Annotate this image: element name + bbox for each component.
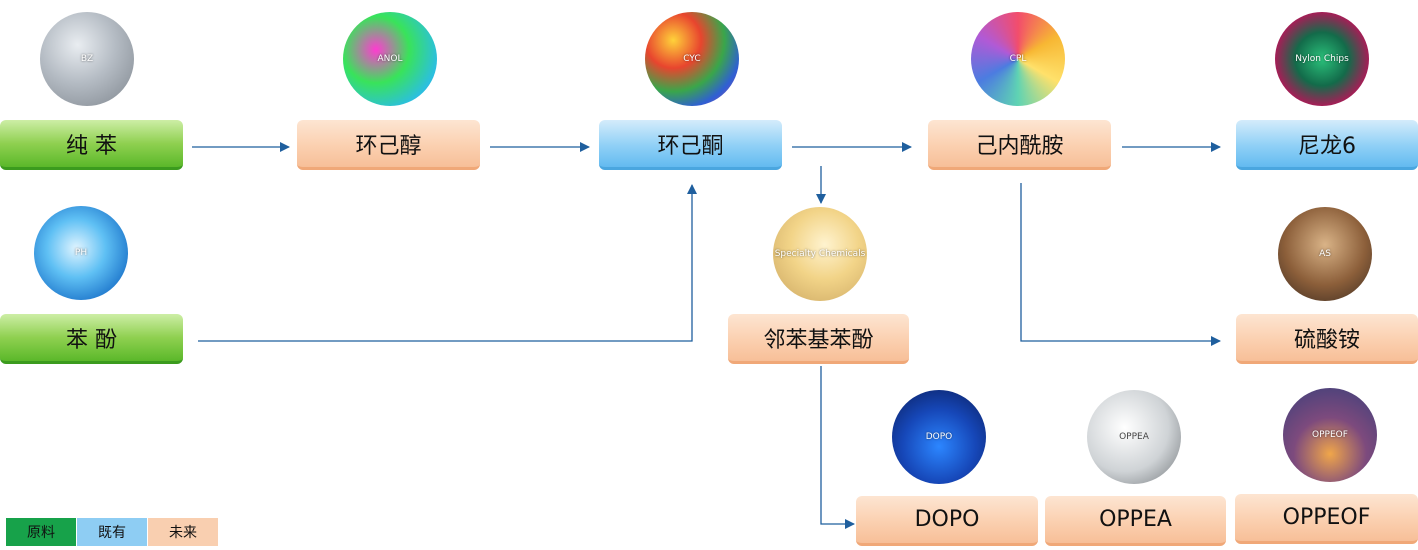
nylon-image-label: Nylon Chips — [1295, 54, 1349, 64]
benzene-image: BZ — [40, 12, 134, 106]
oppeof-image-label: OPPEOF — [1312, 430, 1348, 440]
node-caprolactam: 己内酰胺 — [928, 120, 1111, 170]
node-o-phenylphenol: 邻苯基苯酚 — [728, 314, 909, 364]
nylon-image: Nylon Chips — [1275, 12, 1369, 106]
phenol-image-label: PH — [74, 248, 88, 258]
node-benzene: 纯 苯 — [0, 120, 183, 170]
caprolactam-image: CPL — [971, 12, 1065, 106]
arrow-o-phenylphenol-to-dopo — [820, 366, 855, 529]
phenol-image: PH — [34, 206, 128, 300]
node-oppeof: OPPEOF — [1235, 494, 1418, 544]
legend-raw-material: 原料 — [6, 518, 76, 546]
arrow-caprolactam-to-ammonium-sulfate — [1020, 183, 1221, 346]
arrow-phenol-to-cyclohexanone — [198, 184, 697, 342]
cyclohexanol-image: ANOL — [343, 12, 437, 106]
oppea-image: OPPEA — [1087, 390, 1181, 484]
cyclohexanol-image-label: ANOL — [377, 54, 403, 64]
node-cyclohexanol: 环己醇 — [297, 120, 480, 170]
legend-existing: 既有 — [77, 518, 147, 546]
specialty-chemicals-image-label: Specialty Chemicals — [774, 249, 866, 259]
node-nylon6: 尼龙6 — [1236, 120, 1418, 170]
node-ammonium-sulfate: 硫酸铵 — [1236, 314, 1418, 364]
oppea-image-label: OPPEA — [1119, 432, 1149, 442]
node-cyclohexanone: 环己酮 — [599, 120, 782, 170]
node-dopo: DOPO — [856, 496, 1038, 546]
dopo-image-label: DOPO — [925, 432, 953, 442]
caprolactam-image-label: CPL — [1009, 54, 1027, 64]
oppeof-image: OPPEOF — [1283, 388, 1377, 482]
cyclohexanone-image-label: CYC — [683, 54, 701, 64]
cyclohexanone-image: CYC — [645, 12, 739, 106]
ammonium-sulfate-image: AS — [1278, 207, 1372, 301]
node-oppea: OPPEA — [1045, 496, 1226, 546]
dopo-image: DOPO — [892, 390, 986, 484]
specialty-chemicals-image: Specialty Chemicals — [773, 207, 867, 301]
ammonium-sulfate-image-label: AS — [1319, 249, 1331, 259]
node-phenol: 苯 酚 — [0, 314, 183, 364]
legend-future: 未来 — [148, 518, 218, 546]
benzene-image-label: BZ — [80, 54, 94, 64]
